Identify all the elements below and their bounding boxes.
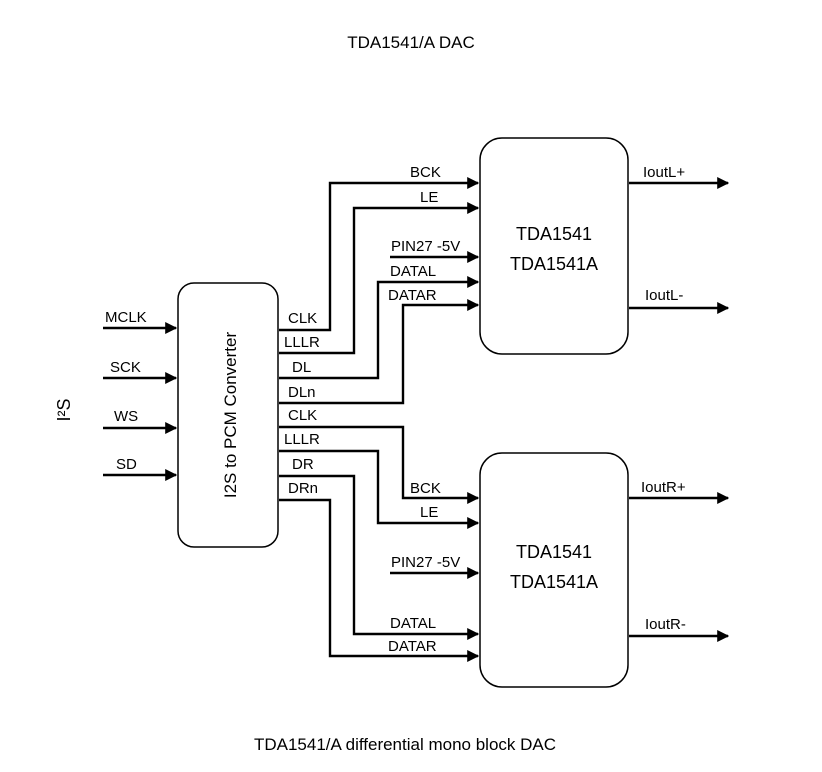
wire-clk-to-bck-top	[279, 177, 480, 332]
i2s-label: I²S	[54, 398, 74, 421]
dac-bottom-box	[479, 452, 629, 688]
converter-label: I2S to PCM Converter	[221, 332, 240, 499]
wire-lllr-to-le-top	[279, 202, 480, 355]
wire-dl-to-datal-top	[279, 276, 480, 380]
dac-bottom-input-pin27: PIN27 -5V	[391, 554, 460, 571]
dac-top-input-le: LE	[420, 189, 438, 206]
output-label-ioutl-minus: IoutL-	[645, 287, 683, 304]
output-label-ioutr-plus: IoutR+	[641, 479, 686, 496]
dac-top-name-line1: TDA1541	[516, 224, 592, 244]
dac-top-input-datal: DATAL	[390, 263, 436, 280]
conv-out-dl: DL	[292, 359, 311, 376]
dac-bottom-input-le: LE	[420, 504, 438, 521]
input-label-sd: SD	[116, 456, 137, 473]
conv-out-clk-2: CLK	[288, 407, 317, 424]
dac-bottom-input-datal: DATAL	[390, 615, 436, 632]
dac-bottom-input-datar: DATAR	[388, 638, 437, 655]
dac-top-input-bck: BCK	[410, 164, 441, 181]
dac-top-input-pin27: PIN27 -5V	[391, 238, 460, 255]
conv-out-clk-1: CLK	[288, 310, 317, 327]
conv-out-lllr-1: LLLR	[284, 334, 320, 351]
dac-top-name-line2: TDA1541A	[510, 254, 598, 274]
wire-lllr-to-le-bottom	[279, 449, 480, 529]
output-label-ioutr-minus: IoutR-	[645, 616, 686, 633]
wire-clk-to-bck-bottom	[279, 425, 480, 504]
wire-drn-to-datar-bottom	[279, 498, 480, 662]
conv-out-dr: DR	[292, 456, 314, 473]
input-label-sck: SCK	[110, 359, 141, 376]
wire-dr-to-datal-bottom	[279, 474, 480, 640]
conv-out-drn: DRn	[288, 480, 318, 497]
input-label-ws: WS	[114, 408, 138, 425]
diagram-title: TDA1541/A DAC	[347, 33, 475, 52]
dac-top-box	[479, 137, 629, 355]
converter-box	[177, 282, 279, 548]
wire-dln-to-datar-top	[279, 299, 480, 405]
diagram-caption: TDA1541/A differential mono block DAC	[254, 735, 556, 754]
dac-bottom-input-bck: BCK	[410, 480, 441, 497]
output-label-ioutl-plus: IoutL+	[643, 164, 685, 181]
dac-top-input-datar: DATAR	[388, 287, 437, 304]
dac-bottom-name-line1: TDA1541	[516, 542, 592, 562]
dac-bottom-name-line2: TDA1541A	[510, 572, 598, 592]
conv-out-lllr-2: LLLR	[284, 431, 320, 448]
input-label-mclk: MCLK	[105, 309, 147, 326]
conv-out-dln: DLn	[288, 384, 316, 401]
